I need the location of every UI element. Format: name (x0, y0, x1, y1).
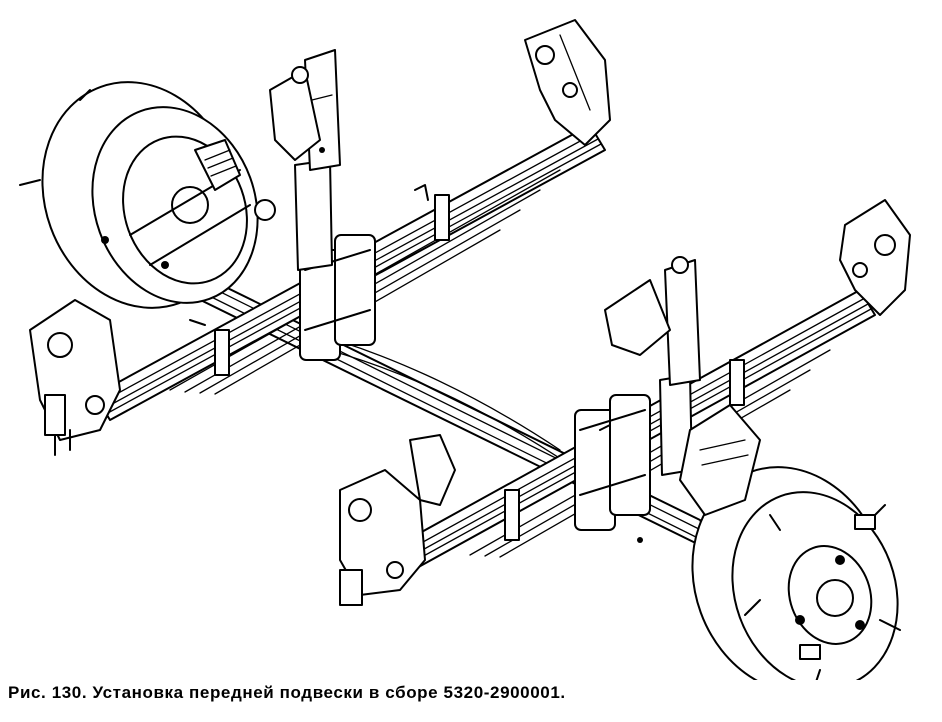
left-front-bracket (29, 299, 121, 456)
left-leaf-spring (94, 124, 606, 421)
left-shock-absorber (269, 49, 341, 271)
suspension-illustration (19, 19, 911, 680)
left-rear-bracket (524, 19, 611, 146)
left-brake-drum (19, 81, 276, 309)
drawing-details (189, 147, 643, 543)
right-front-bracket (339, 434, 456, 606)
right-rear-bracket (839, 199, 911, 316)
figure-caption: Рис. 130. Установка передней подвески в … (8, 683, 566, 702)
right-brake-drum (679, 404, 901, 680)
right-shock-absorber (604, 256, 701, 476)
